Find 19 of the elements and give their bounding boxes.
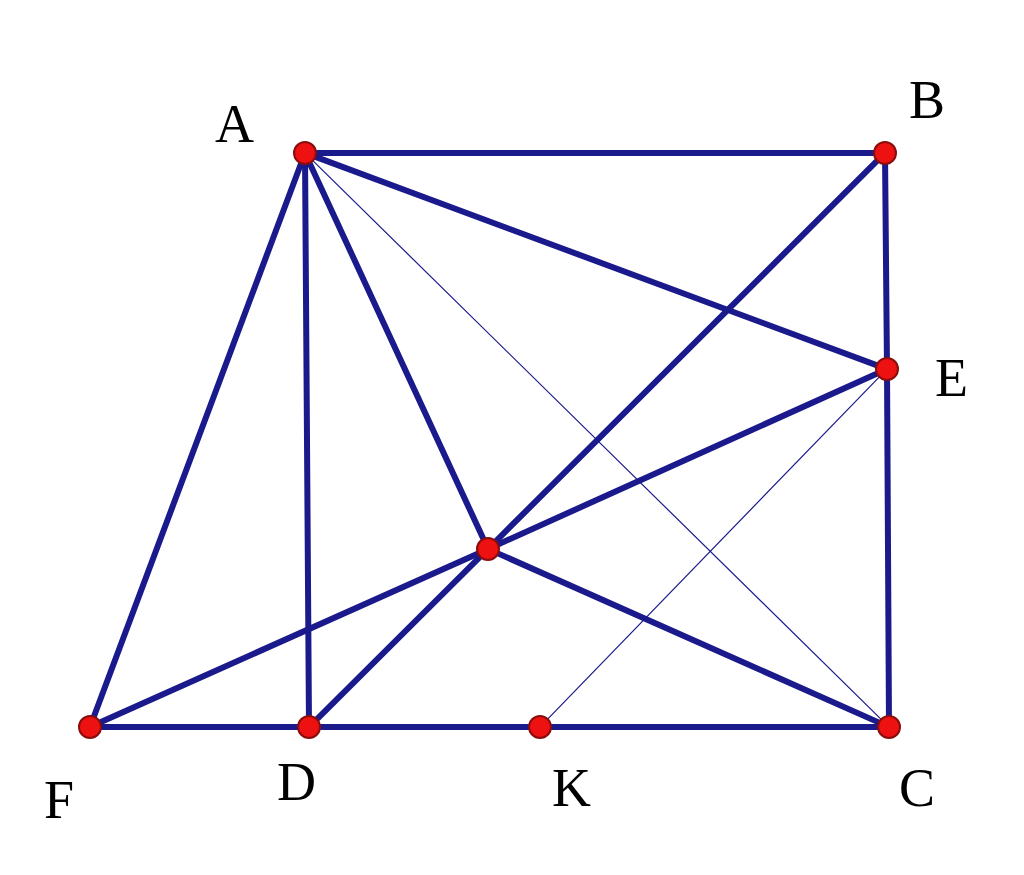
line-segment — [91, 161, 304, 719]
point-label: C — [899, 761, 936, 815]
point-label: F — [44, 773, 75, 827]
point-label: K — [552, 761, 591, 815]
line-segment — [313, 154, 879, 368]
line-segment — [302, 162, 312, 718]
line-segment — [312, 160, 882, 720]
line-segment — [495, 550, 882, 726]
line-segment — [307, 160, 486, 542]
line-segment — [547, 377, 880, 719]
line-segment — [882, 162, 890, 360]
point-label: E — [935, 351, 968, 405]
point-label: B — [909, 73, 946, 127]
point-label: D — [277, 755, 316, 809]
line-segment — [884, 378, 892, 718]
line-segment — [314, 554, 483, 722]
point-label: A — [215, 97, 254, 151]
point-dot — [476, 537, 500, 561]
line-segment — [493, 158, 880, 544]
